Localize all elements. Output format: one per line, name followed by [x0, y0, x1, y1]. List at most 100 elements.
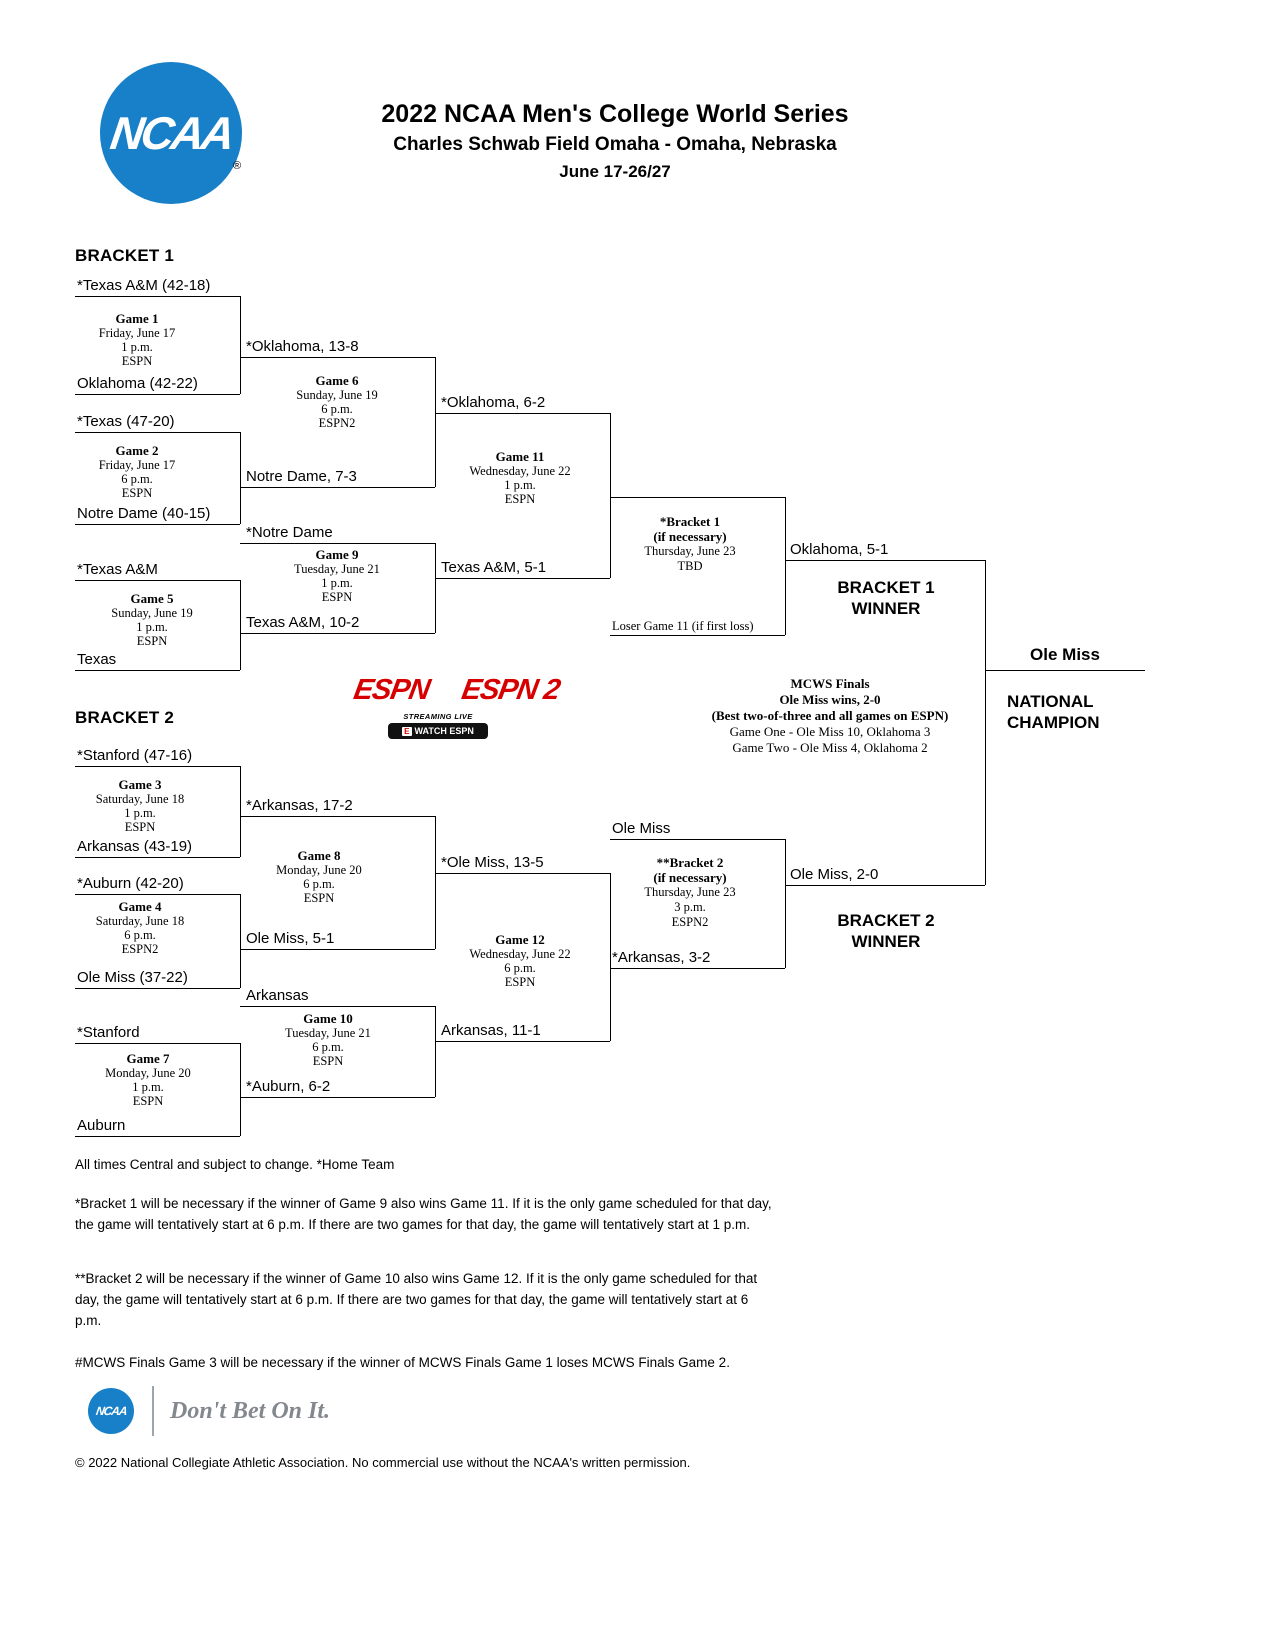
game-title: **Bracket 2: [656, 855, 724, 870]
b1-g5-vline: [240, 580, 241, 670]
b1-loser-g11-line: [610, 635, 785, 636]
b1-game1-info: Game 1 Friday, June 17 1 p.m. ESPN: [57, 312, 217, 369]
b2-game8-info: Game 8 Monday, June 20 6 p.m. ESPN: [239, 849, 399, 906]
b2-g4-top-team: *Auburn (42-20): [77, 875, 184, 892]
game-date: Sunday, June 19: [296, 388, 378, 402]
b1-g1-winner: *Oklahoma, 13-8: [246, 338, 359, 355]
b1-g2-winner: Notre Dame, 7-3: [246, 468, 357, 485]
game-date: Tuesday, June 21: [285, 1026, 371, 1040]
streaming-live-label: STREAMING LIVE: [403, 712, 473, 721]
game-title: Game 7: [126, 1051, 170, 1066]
b1-g2-top-line: [75, 432, 240, 433]
game-network: ESPN2: [671, 915, 709, 929]
b2-ifnec-top-team: Ole Miss: [612, 820, 671, 837]
b1-g9-top-line: [240, 543, 435, 544]
game-time: 3 p.m.: [674, 900, 706, 914]
b1-g9-winner: Texas A&M, 5-1: [441, 559, 547, 576]
b2-game7-info: Game 7 Monday, June 20 1 p.m. ESPN: [68, 1051, 228, 1109]
b2-g4-vline: [240, 894, 241, 988]
b1-g1-winner-line: [240, 357, 435, 358]
b2-g10-bottom-line: [240, 1097, 435, 1098]
game-time: 6 p.m.: [312, 1040, 344, 1054]
dont-bet-on-it-slogan: Don't Bet On It.: [170, 1398, 331, 1424]
b2-ifnec-vline: [785, 839, 786, 968]
ncaa-footer-logo: NCAA: [88, 1388, 134, 1434]
bracket1-winner-label: BRACKET 1 WINNER: [837, 578, 935, 618]
b1-g1-bottom-line: [75, 394, 240, 395]
b2-ifnec-top-line: [610, 839, 785, 840]
game-title: Game 3: [118, 777, 162, 792]
b1-game9-info: Game 9 Tuesday, June 21 1 p.m. ESPN: [257, 548, 417, 605]
b2-g4-winner: Ole Miss, 5-1: [246, 930, 335, 947]
mcws-finals-summary: MCWS Finals Ole Miss wins, 2-0 (Best two…: [650, 676, 1010, 756]
ncaa-logo-text: NCAA: [106, 107, 236, 159]
b1-g1-top-team: *Texas A&M (42-18): [77, 277, 211, 294]
finals-vline: [985, 560, 986, 885]
b2-g7-bottom-line: [75, 1136, 240, 1137]
b1-game6-info: Game 6 Sunday, June 19 6 p.m. ESPN2: [257, 374, 417, 431]
game-network: ESPN: [121, 486, 153, 500]
b2-g10-top-line: [240, 1006, 435, 1007]
game-time: 6 p.m.: [124, 928, 156, 942]
b2-g3-bottom-team: Arkansas (43-19): [77, 838, 193, 855]
game-time: 6 p.m.: [303, 877, 335, 891]
b1-game5-info: Game 5 Sunday, June 19 1 p.m. ESPN: [72, 591, 232, 649]
b2-g8-winner: *Ole Miss, 13-5: [441, 854, 544, 871]
b2-if-necessary-info: **Bracket 2 (if necessary) Thursday, Jun…: [610, 855, 770, 930]
b1-g1-top-line: [75, 296, 240, 297]
b1-g5-top-team: *Texas A&M: [77, 561, 158, 578]
game-title: Game 5: [130, 591, 174, 606]
game-network: ESPN: [136, 634, 168, 648]
b1-g2-bottom-line: [75, 524, 240, 525]
champion-line: [985, 670, 1145, 671]
bracket2-winner-label: BRACKET 2 WINNER: [837, 911, 935, 951]
espn-mark-icon: E: [402, 726, 412, 736]
espn2-logo: ESPN 2: [459, 674, 563, 706]
game-date: Thursday, June 23: [644, 885, 736, 899]
b1-game2-info: Game 2 Friday, June 17 6 p.m. ESPN: [57, 444, 217, 501]
b2-g8-winner-line: [435, 873, 610, 874]
game-date: Wednesday, June 22: [469, 464, 571, 478]
bracket2-footnote: **Bracket 2 will be necessary if the win…: [75, 1271, 758, 1328]
footer-divider: [152, 1386, 154, 1436]
b2-g3-bottom-line: [75, 857, 240, 858]
finals-game-one: Game One - Ole Miss 10, Oklahoma 3: [729, 724, 931, 739]
b2-g10-bottom-team: *Auburn, 6-2: [246, 1078, 331, 1095]
game-title: Game 10: [303, 1011, 353, 1026]
b2-g3-winner: *Arkansas, 17-2: [246, 797, 353, 814]
event-dates: June 17-26/27: [559, 162, 671, 181]
game-time: 6 p.m.: [121, 472, 153, 486]
game-time: 6 p.m.: [504, 961, 536, 975]
finals-format: (Best two-of-three and all games on ESPN…: [711, 708, 949, 723]
game-note: (if necessary): [653, 870, 727, 885]
b1-g9-top-team: *Notre Dame: [246, 524, 333, 541]
finals-footnote: #MCWS Finals Game 3 will be necessary if…: [75, 1355, 730, 1370]
page-title: 2022 NCAA Men's College World Series: [381, 100, 849, 128]
game-date: Tuesday, June 21: [294, 562, 380, 576]
b2-g3-top-team: *Stanford (47-16): [77, 747, 193, 764]
game-time: 6 p.m.: [321, 402, 353, 416]
b1-g9-bottom-line: [240, 633, 435, 634]
b1-g9-bottom-team: Texas A&M, 10-2: [246, 614, 360, 631]
game-network: ESPN: [124, 820, 156, 834]
b2-g3-winner-line: [240, 816, 435, 817]
b2-g7-top-line: [75, 1043, 240, 1044]
b2-g3-top-line: [75, 766, 240, 767]
b2-g7-vline: [240, 1043, 241, 1136]
b2-game10-info: Game 10 Tuesday, June 21 6 p.m. ESPN: [248, 1011, 408, 1069]
game-date: Monday, June 20: [105, 1066, 191, 1080]
b2-bracket-winner: Ole Miss, 2-0: [790, 866, 879, 883]
b2-game3-info: Game 3 Saturday, June 18 1 p.m. ESPN: [60, 777, 220, 835]
espn-logo: ESPN: [351, 674, 432, 706]
b1-g2-bottom-team: Notre Dame (40-15): [77, 505, 211, 522]
b1-g11-vline: [610, 413, 611, 578]
game-network: ESPN: [121, 354, 153, 368]
copyright-notice: © 2022 National Collegiate Athletic Asso…: [75, 1455, 691, 1470]
venue-subtitle: Charles Schwab Field Omaha - Omaha, Nebr…: [393, 134, 837, 155]
b1-bracket-winner: Oklahoma, 5-1: [790, 541, 889, 558]
game-network: ESPN: [132, 1094, 164, 1108]
game-title: *Bracket 1: [659, 514, 721, 529]
header: 2022 NCAA Men's College World Series Cha…: [255, 100, 975, 182]
game-date: Sunday, June 19: [111, 606, 193, 620]
